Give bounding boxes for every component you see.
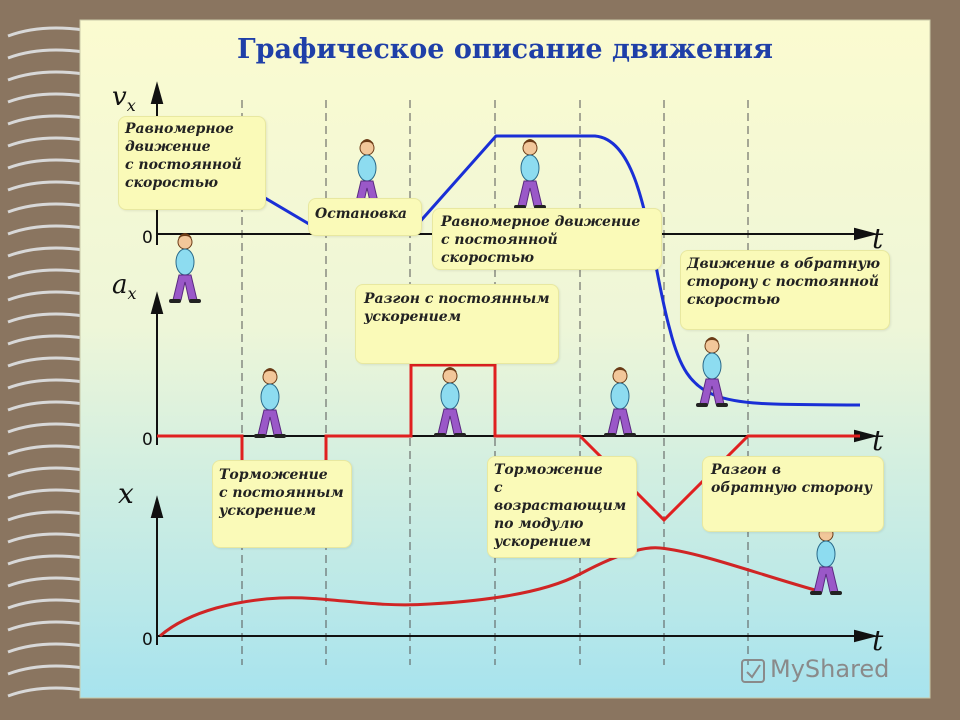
spiral-ring — [7, 356, 85, 368]
spiral-ring — [7, 268, 85, 280]
position-zero: 0 — [142, 630, 153, 650]
velocity-axis-label: vx — [112, 82, 136, 116]
spiral-ring — [7, 642, 85, 654]
spiral-ring — [7, 554, 85, 566]
acceleration-zero: 0 — [142, 430, 153, 450]
spiral-ring — [7, 114, 85, 126]
spiral-ring — [7, 620, 85, 632]
spiral-ring — [7, 444, 85, 456]
mysshared-logo-icon — [741, 659, 765, 683]
spiral-ring — [7, 92, 85, 104]
velocity-y-arrow — [150, 81, 164, 104]
page-title: Графическое описание движения — [237, 34, 773, 65]
spiral-ring — [7, 26, 85, 38]
velocity-zero: 0 — [142, 228, 153, 248]
spiral-ring — [7, 510, 85, 522]
acceleration-time-label: t — [872, 424, 884, 457]
spiral-ring — [7, 466, 85, 478]
spiral-ring — [7, 202, 85, 214]
spiral-ring — [7, 136, 85, 148]
spiral-ring — [7, 70, 85, 82]
spiral-ring — [7, 422, 85, 434]
spiral-ring — [7, 334, 85, 346]
spiral-ring — [7, 48, 85, 60]
position-t-arrow — [854, 629, 878, 643]
spiral-ring — [7, 598, 85, 610]
spiral-ring — [7, 576, 85, 588]
acceleration-axis-label: ax — [112, 270, 137, 304]
spiral-ring — [7, 246, 85, 258]
position-time-label: t — [872, 624, 884, 657]
spiral-ring — [7, 686, 85, 698]
spiral-ring — [7, 664, 85, 676]
velocity-time-label: t — [872, 222, 884, 255]
position-y-arrow — [150, 495, 164, 518]
spiral-ring — [7, 158, 85, 170]
spiral-ring — [7, 180, 85, 192]
acceleration-y-arrow — [150, 291, 164, 314]
velocity-t-arrow — [854, 227, 878, 241]
spiral-ring — [7, 290, 85, 302]
spiral-ring — [7, 378, 85, 390]
spiral-ring — [7, 488, 85, 500]
position-axis-label: x — [118, 477, 134, 510]
spiral-ring — [7, 224, 85, 236]
position-curve — [159, 546, 823, 638]
spiral-binding — [7, 26, 85, 698]
spiral-ring — [7, 400, 85, 412]
time-markers — [241, 100, 749, 665]
spiral-ring — [7, 532, 85, 544]
label-stop: Остановка — [308, 198, 422, 236]
velocity-curve — [157, 134, 861, 407]
spiral-ring — [7, 312, 85, 324]
watermark: MyShared — [770, 655, 890, 683]
